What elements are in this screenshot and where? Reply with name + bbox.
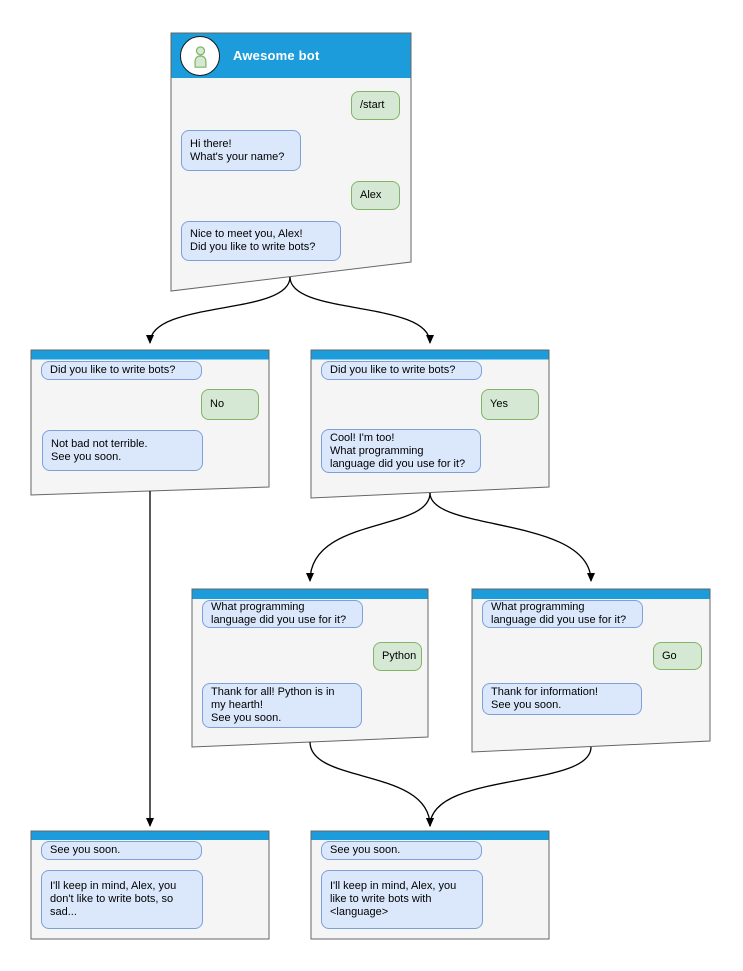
- flow-arrow-go-to-end: [426, 746, 592, 827]
- avatar-person-icon: [193, 45, 207, 68]
- message-bubble-out: /start: [351, 91, 400, 120]
- message-bubble-in: What programming language did you use fo…: [482, 600, 643, 628]
- message-bubble-in: I'll keep in mind, Alex, you like to wri…: [321, 870, 483, 929]
- message-bubble-in: Did you like to write bots?: [321, 361, 482, 380]
- message-bubble-in: Thank for all! Python is in my hearth! S…: [202, 683, 362, 728]
- flow-arrow-yes-to-go: [429, 492, 595, 582]
- bot-avatar: [180, 36, 220, 76]
- message-bubble-in: Did you like to write bots?: [41, 361, 202, 380]
- message-bubble-out: Python: [373, 642, 422, 671]
- message-bubble-out: Yes: [481, 389, 539, 420]
- flow-arrow-bot-to-yes: [289, 276, 434, 344]
- flow-arrow-bot-to-no: [146, 276, 291, 344]
- message-bubble-in: Hi there! What's your name?: [181, 130, 301, 171]
- message-bubble-in: Nice to meet you, Alex! Did you like to …: [181, 221, 341, 261]
- message-bubble-in: Cool! I'm too! What programming language…: [321, 429, 481, 473]
- flow-arrow-yes-to-python: [306, 492, 431, 582]
- flow-arrow-python-to-end: [309, 741, 434, 827]
- message-bubble-in: See you soon.: [321, 841, 482, 860]
- message-bubble-in: What programming language did you use fo…: [202, 600, 363, 628]
- message-bubble-in: Thank for information! See you soon.: [482, 683, 642, 715]
- message-bubble-in: Not bad not terrible. See you soon.: [42, 430, 203, 471]
- message-bubble-in: See you soon.: [41, 841, 202, 860]
- message-bubble-in: I'll keep in mind, Alex, you don't like …: [41, 870, 203, 929]
- message-bubble-out: No: [201, 389, 259, 420]
- message-bubble-out: Alex: [351, 181, 400, 210]
- window-title: Awesome bot: [233, 48, 320, 63]
- message-bubble-out: Go: [653, 642, 702, 670]
